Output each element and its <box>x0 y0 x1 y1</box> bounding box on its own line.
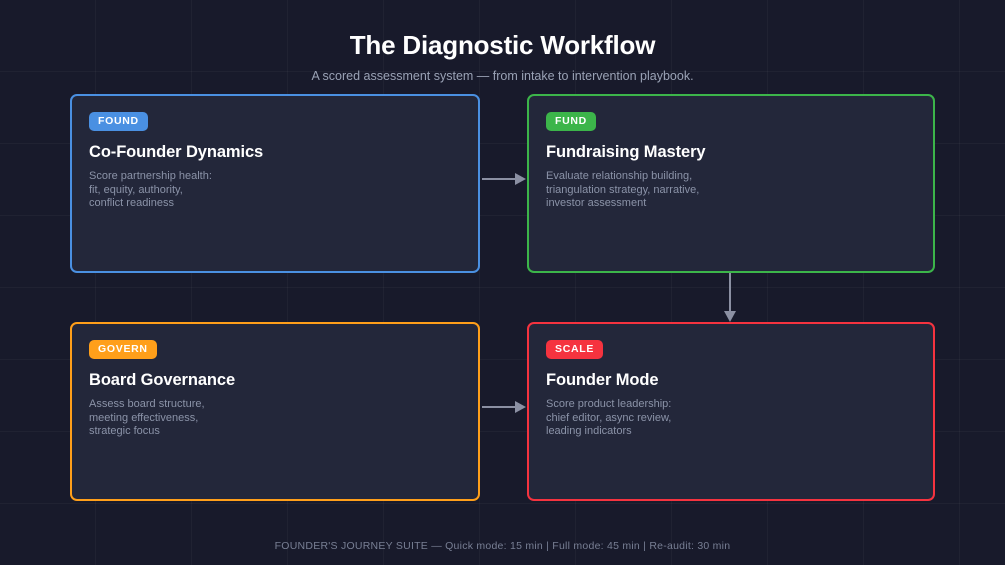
card-description: Score product leadership: chief editor, … <box>546 398 916 439</box>
desc-line: strategic focus <box>89 425 160 438</box>
page-subtitle: A scored assessment system — from intake… <box>311 69 694 83</box>
badge-scale: SCALE <box>546 340 604 359</box>
arrow-down-icon-fund-to-scale <box>724 273 736 322</box>
card-title: Co-Founder Dynamics <box>89 143 264 161</box>
desc-line: fit, equity, authority, <box>89 183 183 196</box>
badge-fund: FUND <box>546 112 596 131</box>
card-title: Founder Mode <box>546 371 659 389</box>
badge-govern: GOVERN <box>89 340 157 359</box>
desc-line: triangulation strategy, narrative, <box>546 183 700 196</box>
card-description: Assess board structure, meeting effectiv… <box>89 398 461 439</box>
desc-line: chief editor, async review, <box>546 411 672 424</box>
desc-line: Assess board structure, <box>89 398 205 410</box>
card-founder-mode[interactable]: SCALE Founder Mode Score product leaders… <box>527 322 935 501</box>
card-title: Board Governance <box>89 371 236 389</box>
desc-line: Score product leadership: <box>546 398 672 410</box>
desc-line: meeting effectiveness, <box>89 411 199 424</box>
arrow-right-icon-govern-to-scale <box>482 401 526 413</box>
page-title: The Diagnostic Workflow <box>349 30 656 60</box>
card-title: Fundraising Mastery <box>546 143 706 161</box>
badge-found: FOUND <box>89 112 148 131</box>
desc-line: Evaluate relationship building, <box>546 170 693 182</box>
card-co-founder-dynamics[interactable]: FOUND Co-Founder Dynamics Score partners… <box>70 94 480 273</box>
desc-line: investor assessment <box>546 197 647 210</box>
desc-line: Score partnership health: <box>89 170 212 182</box>
header: The Diagnostic Workflow A scored assessm… <box>0 30 1005 84</box>
card-fundraising-mastery[interactable]: FUND Fundraising Mastery Evaluate relati… <box>527 94 935 273</box>
arrow-right-icon-found-to-fund <box>482 173 526 185</box>
desc-line: conflict readiness <box>89 197 174 210</box>
desc-line: leading indicators <box>546 425 632 438</box>
card-description: Score partnership health: fit, equity, a… <box>89 170 461 211</box>
card-description: Evaluate relationship building, triangul… <box>546 170 916 211</box>
footer-meta: FOUNDER'S JOURNEY SUITE — Quick mode: 15… <box>274 540 731 552</box>
card-board-governance[interactable]: GOVERN Board Governance Assess board str… <box>70 322 480 501</box>
